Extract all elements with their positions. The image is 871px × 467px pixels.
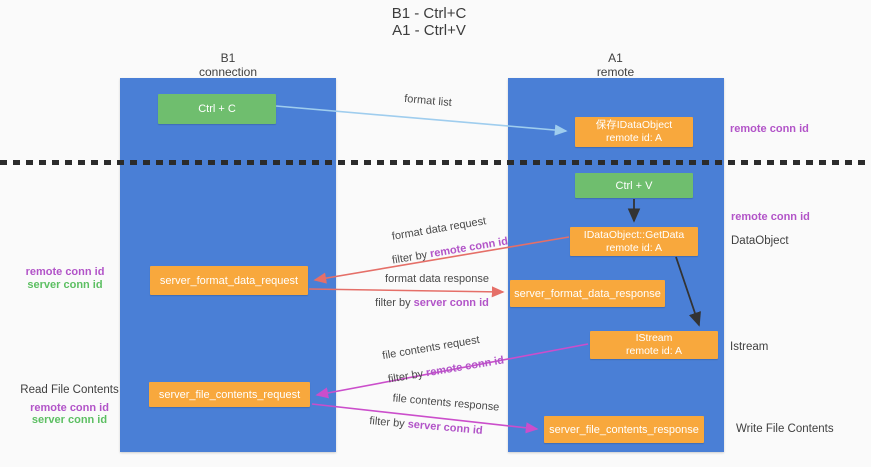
getdata-line2: remote id: A <box>605 241 663 254</box>
server-format-data-response-label: server_format_data_response <box>514 287 661 300</box>
server-file-contents-request-label: server_file_contents_request <box>158 388 301 401</box>
filter-by-text: filter by <box>368 415 409 431</box>
lifeline-a1-subtitle: remote <box>596 65 635 79</box>
server-file-contents-response-label: server_file_contents_response <box>549 423 699 436</box>
ctrl-c-box: Ctrl + C <box>158 94 276 124</box>
server-conn-id-text: server conn id <box>413 297 489 309</box>
format-data-response-filter-label: filter by server conn id <box>362 297 502 309</box>
lifeline-header-b1: B1 connection <box>120 51 336 79</box>
lifeline-header-a1: A1 remote <box>508 51 723 79</box>
file-contents-response-label: file contents response <box>392 392 500 414</box>
remote-conn-id-annotation-top: remote conn id <box>730 123 809 135</box>
lifeline-b1-title: B1 <box>220 51 236 65</box>
filter-by-text: filter by <box>387 367 428 386</box>
ctrl-v-box: Ctrl + V <box>575 173 693 198</box>
ctrl-v-label: Ctrl + V <box>615 179 653 192</box>
server-conn-id-text: server conn id <box>31 414 108 426</box>
save-idataobject-line1: 保存IDataObject <box>595 119 673 131</box>
istream-box: IStream remote id: A <box>590 331 718 359</box>
left-conn-id-annotation-group: remote conn id server conn id <box>15 266 115 291</box>
server-format-data-response-box: server_format_data_response <box>510 280 665 307</box>
format-data-response-label: format data response <box>385 273 489 285</box>
filter-by-text: filter by <box>391 248 432 267</box>
server-file-contents-response-box: server_file_contents_response <box>544 416 704 443</box>
server-file-contents-request-box: server_file_contents_request <box>149 382 310 407</box>
getdata-line1: IDataObject::GetData <box>583 228 685 241</box>
lifeline-b1-subtitle: connection <box>198 65 258 79</box>
remote-conn-id-text: remote conn id <box>25 266 105 278</box>
server-format-data-request-box: server_format_data_request <box>150 266 308 295</box>
server-conn-id-text: server conn id <box>27 278 103 291</box>
remote-conn-id-annotation-mid: remote conn id <box>731 211 810 223</box>
server-conn-id-text: server conn id <box>407 418 484 437</box>
filter-by-text: filter by <box>375 297 414 309</box>
diagram-title: B1 - Ctrl+C A1 - Ctrl+V <box>289 5 569 39</box>
read-file-contents-group: Read File Contents remote conn id server… <box>17 384 122 427</box>
dataobject-label: DataObject <box>731 235 789 247</box>
istream-line2: remote id: A <box>625 345 683 357</box>
file-contents-response-filter-label: filter by server conn id <box>356 414 497 438</box>
istream-line1: IStream <box>635 332 673 344</box>
format-data-response-arrow <box>308 286 505 298</box>
lifeline-a1-title: A1 <box>608 51 623 65</box>
remote-conn-id-text: remote conn id <box>30 401 109 414</box>
remote-conn-id-text: remote conn id <box>425 354 505 380</box>
ctrl-c-label: Ctrl + C <box>198 103 236 115</box>
title-line-2: A1 - Ctrl+V <box>392 22 466 39</box>
title-line-1: B1 - Ctrl+C <box>391 5 467 22</box>
save-idataobject-line2: remote id: A <box>605 132 663 144</box>
save-idataobject-box: 保存IDataObject remote id: A <box>575 117 693 147</box>
dashed-separator-line <box>0 160 871 165</box>
remote-conn-id-text: remote conn id <box>429 235 509 261</box>
read-file-contents-label: Read File Contents <box>20 384 119 396</box>
write-file-contents-label: Write File Contents <box>736 423 834 435</box>
format-list-label: format list <box>403 92 453 110</box>
idataobject-getdata-box: IDataObject::GetData remote id: A <box>570 227 698 256</box>
istream-side-label: Istream <box>730 341 769 353</box>
server-format-data-request-label: server_format_data_request <box>159 274 299 287</box>
